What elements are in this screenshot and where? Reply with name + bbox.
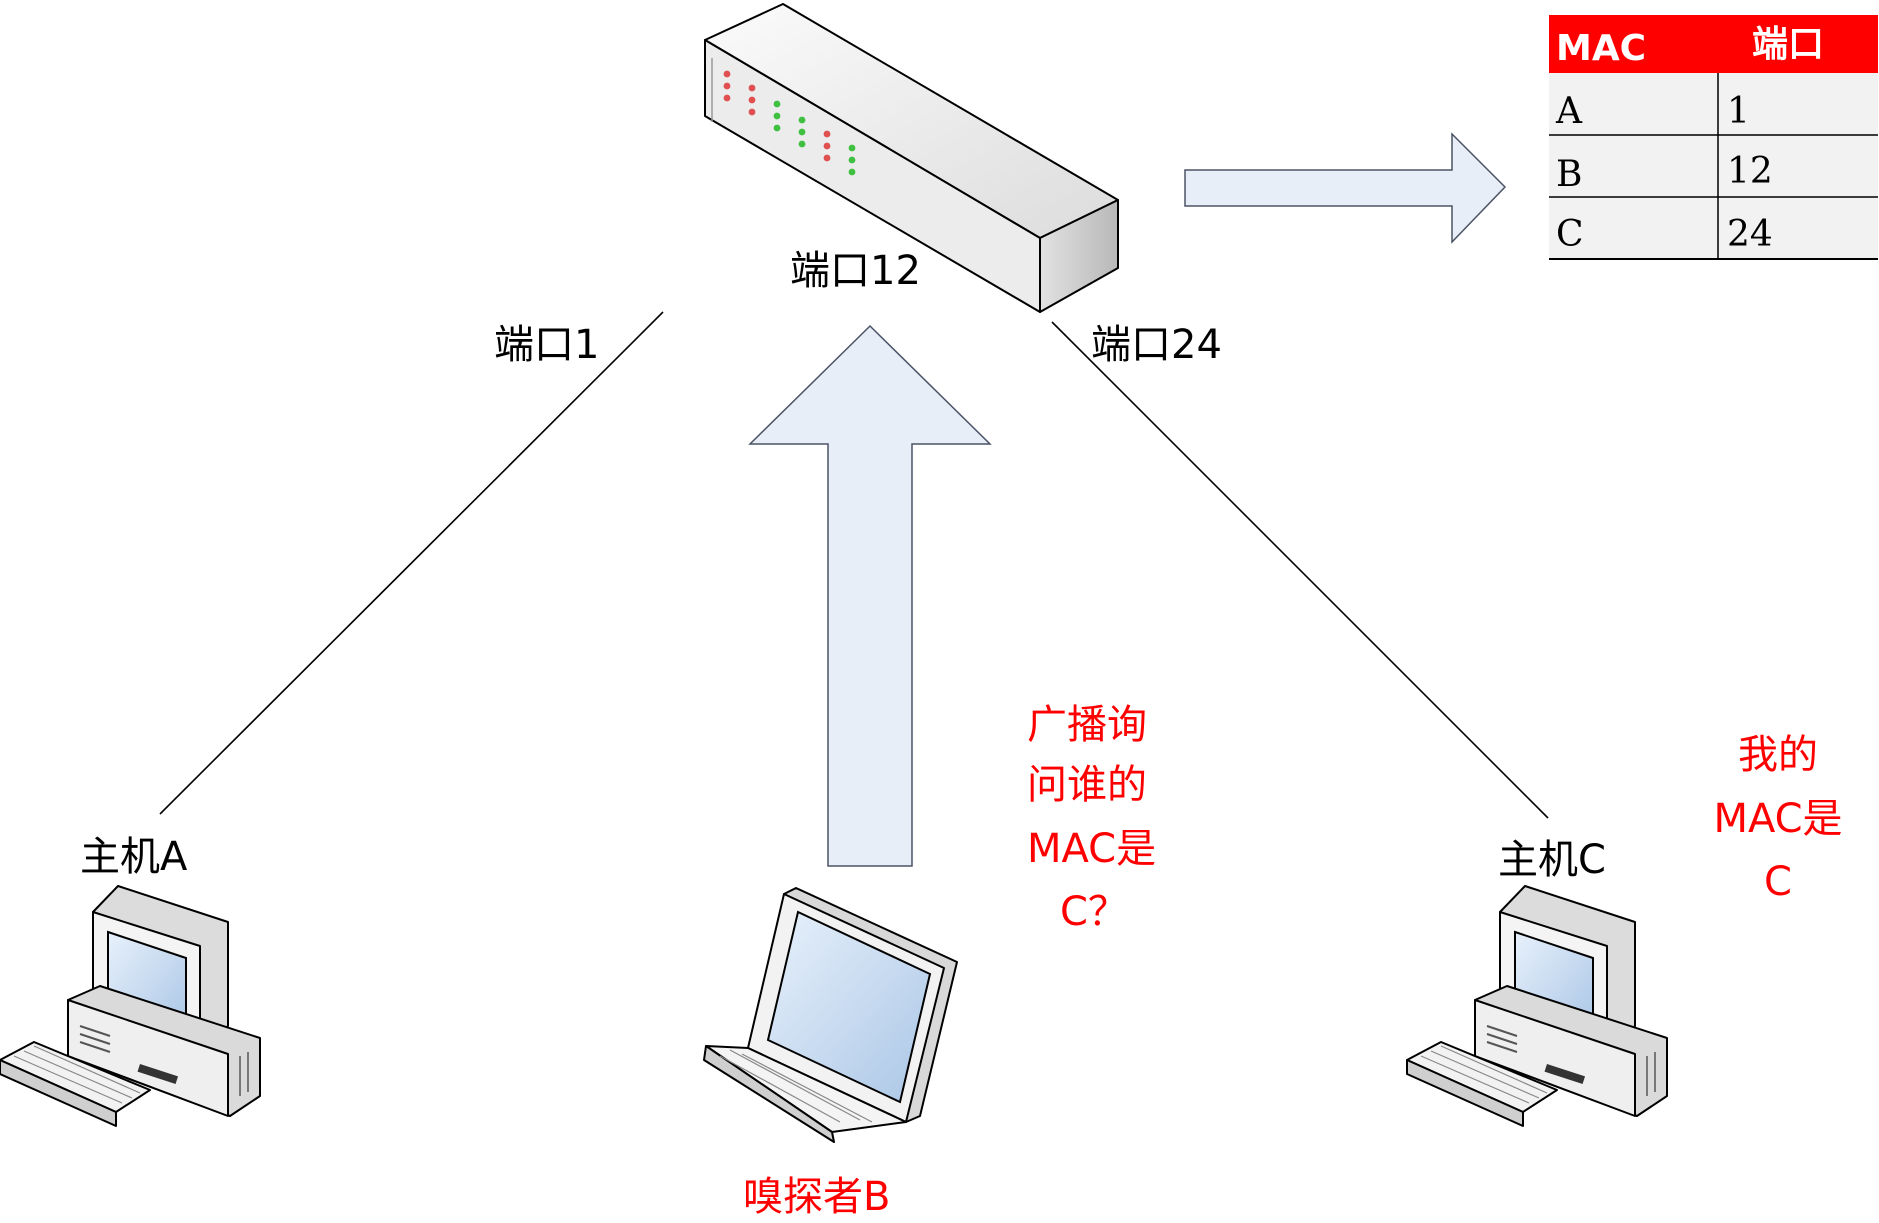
switch-led-icon [723,94,731,102]
table-cell-mac: A [1555,91,1583,132]
desktop-computer-icon [1406,885,1668,1127]
switch-led-icon [823,142,831,150]
mac-table: MAC 端口 A 1 B 12 C 24 [1549,15,1878,260]
mac-table-header [1549,15,1878,73]
table-row: A 1 [1555,91,1750,132]
label-host-a: 主机A [80,834,188,880]
broadcast-line: MAC是 [1027,826,1156,872]
table-row: C 24 [1556,214,1773,255]
switch-led-icon [748,84,756,92]
switch-led-icon [773,100,781,108]
switch-led-icon [848,156,856,164]
switch-led-icon [848,144,856,152]
link-host-c [1051,321,1549,819]
switch-led-icon [723,70,731,78]
broadcast-line: 问谁的 [1027,762,1147,808]
arrow-up-icon [748,324,992,867]
reply-line: MAC是 [1713,796,1842,842]
broadcast-note: 广播询 问谁的 MAC是 C？ [1027,702,1156,935]
switch-led-icon [823,130,831,138]
switch-led-icon [748,96,756,104]
table-cell-port: 12 [1727,151,1773,192]
switch-led-icon [723,82,731,90]
broadcast-line: C？ [1060,889,1128,935]
table-cell-port: 24 [1727,214,1773,255]
reply-line: 我的 [1738,732,1818,778]
broadcast-line: 广播询 [1027,702,1147,748]
switch-led-icon [798,116,806,124]
switch-icon [704,3,1119,313]
switch-led-icon [798,140,806,148]
switch-led-icon [798,128,806,136]
table-cell-mac: B [1556,154,1582,195]
mac-table-header-port: 端口 [1752,24,1824,65]
laptop-icon [703,887,958,1143]
desktop-computer-icon [0,885,261,1127]
reply-line: C [1764,859,1792,905]
label-sniffer-b: 嗅探者B [743,1174,890,1220]
reply-note: 我的 MAC是 C [1713,732,1842,905]
switch-led-icon [773,112,781,120]
switch-led-icon [748,108,756,116]
table-cell-port: 1 [1727,91,1750,132]
switch-led-icon [823,154,831,162]
link-host-a [159,311,664,815]
table-row: B 12 [1556,151,1773,195]
switch-led-icon [848,168,856,176]
label-host-c: 主机C [1498,837,1606,883]
label-port-1: 端口1 [494,322,599,368]
switch-led-icon [773,124,781,132]
label-port-24: 端口24 [1091,322,1222,368]
label-port-12: 端口12 [790,248,921,294]
arrow-right-icon [1184,132,1507,244]
table-cell-mac: C [1556,214,1584,255]
mac-table-header-mac: MAC [1556,28,1646,69]
